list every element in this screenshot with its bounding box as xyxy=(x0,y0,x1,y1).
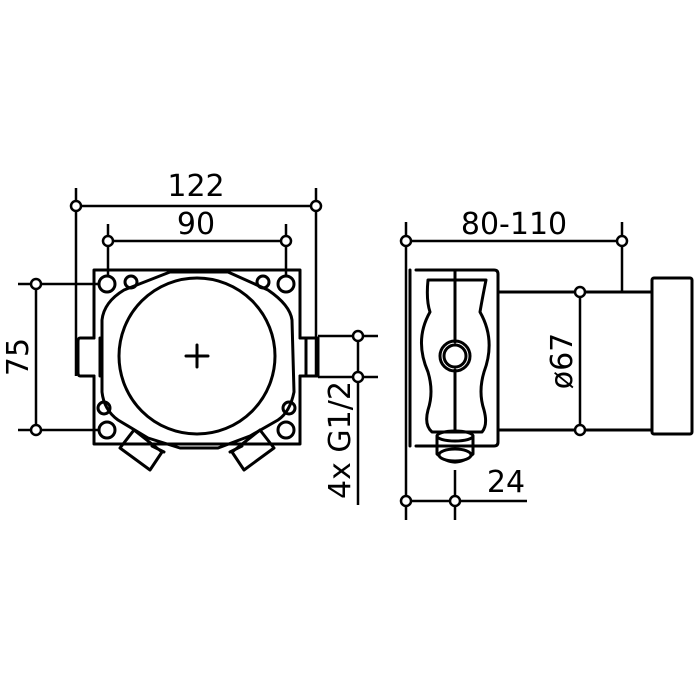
dim-hole-spacing-v: 75 xyxy=(1,338,36,376)
dim-depth-range: 80-110 xyxy=(461,207,567,242)
dim-overall-width: 122 xyxy=(167,169,224,204)
left-port xyxy=(76,336,102,378)
dim-thread-spec: 4x G1/2 xyxy=(323,381,358,499)
dim-hole-spacing-h: 90 xyxy=(177,207,215,242)
side-port-inner xyxy=(442,343,468,369)
side-plate xyxy=(408,268,500,448)
mounting-hole-bl xyxy=(97,420,117,440)
side-port-outer xyxy=(438,339,472,373)
mounting-hole-br xyxy=(276,420,296,440)
bottom-right-port xyxy=(228,428,276,472)
dim-outlet-offset: 24 xyxy=(487,465,525,500)
end-cap xyxy=(650,276,694,436)
right-port xyxy=(298,336,320,378)
small-hole-br xyxy=(281,400,297,416)
mounting-hole-tr xyxy=(276,274,296,294)
center-mark-icon xyxy=(184,343,210,369)
side-body-profile xyxy=(419,278,491,434)
front-view xyxy=(76,268,320,472)
dim-diameter: ø67 xyxy=(545,333,580,390)
side-dimensions: 80-110 ø67 24 xyxy=(399,207,629,520)
small-hole-tr xyxy=(255,274,271,290)
bottom-left-port xyxy=(118,428,166,472)
main-bore xyxy=(117,276,277,436)
front-dimensions: 122 90 75 4x G1/2 xyxy=(1,169,378,505)
small-hole-tl xyxy=(123,274,139,290)
body-outline xyxy=(100,270,296,450)
side-view xyxy=(408,268,694,464)
mounting-plate xyxy=(92,268,302,446)
mounting-hole-tl xyxy=(97,274,117,294)
small-hole-bl xyxy=(96,400,112,416)
